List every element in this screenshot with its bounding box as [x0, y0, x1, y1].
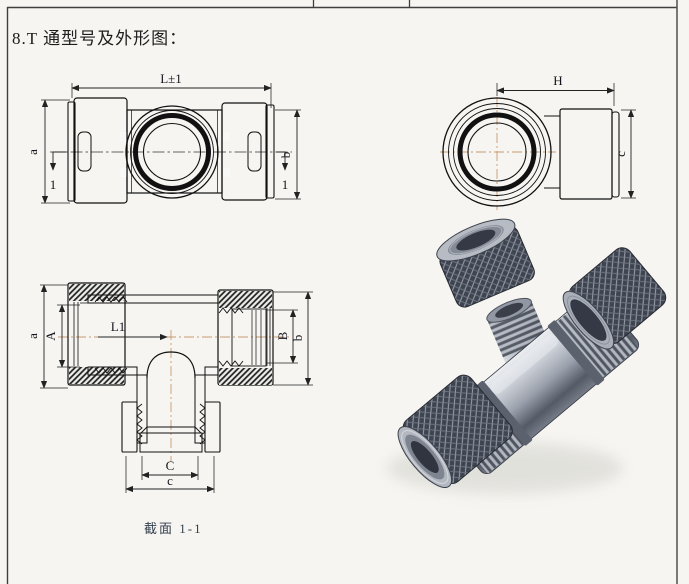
section-view-drawing: a A L1 B b C	[25, 282, 313, 493]
svg-text:1: 1	[50, 177, 57, 192]
dim-label-h: H	[553, 73, 562, 88]
nut-notch	[120, 132, 127, 141]
sectioned-nut-right	[217, 289, 274, 386]
svg-text:1: 1	[282, 177, 289, 192]
knurled-nut-left	[73, 97, 128, 204]
section-cut-marker-right: 1	[276, 151, 289, 192]
internal-dome	[146, 351, 196, 379]
dim-label-b: b	[290, 335, 305, 342]
sectioned-nut-left	[67, 282, 128, 386]
knurled-nut-side	[559, 108, 613, 200]
nut-notch	[120, 168, 127, 177]
render-nut-top	[436, 218, 535, 308]
dim-label-c: c	[613, 151, 628, 157]
section-caption: 截面 1-1	[144, 521, 203, 536]
center-port-circles	[125, 105, 219, 199]
dim-label-a: a	[25, 149, 40, 155]
dim-label-A: A	[43, 331, 58, 341]
render-3d-image	[387, 218, 667, 494]
dim-label-length: L±1	[160, 71, 182, 86]
nut-rim-left	[67, 101, 76, 202]
dim-label-l1: L1	[111, 319, 125, 334]
page-title: 8.T 通型号及外形图：	[12, 29, 188, 48]
sectioned-nut-bottom	[121, 401, 221, 453]
nut-notch	[223, 132, 230, 141]
nut-rim-right	[265, 104, 275, 199]
nut-rim-side	[611, 111, 620, 198]
nut-slot-right	[247, 131, 262, 172]
render-nut-bottom	[397, 374, 513, 488]
side-view-drawing: H c	[440, 73, 636, 210]
dim-label-a: a	[25, 333, 40, 339]
dim-label-b: b	[278, 152, 293, 159]
end-port-circles	[442, 97, 552, 207]
dim-label-c: c	[167, 473, 173, 488]
front-view-drawing: L±1 a b 1 1	[25, 71, 301, 204]
render-nut-right	[562, 247, 667, 350]
section-cut-marker-left: 1	[50, 151, 66, 192]
table-border	[6, 0, 678, 584]
nut-slot-left	[77, 131, 92, 172]
dim-label-C: C	[166, 458, 175, 473]
nut-notch	[223, 168, 230, 177]
dim-label-B: B	[275, 331, 290, 340]
knurled-nut-right	[221, 102, 268, 201]
